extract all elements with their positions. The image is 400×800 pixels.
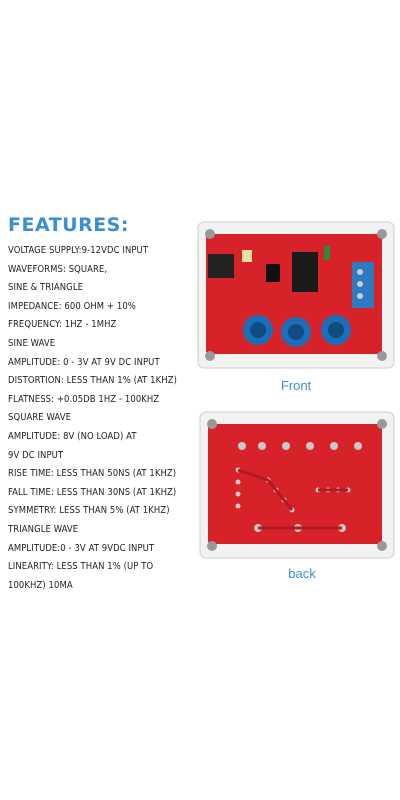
features-list: Voltage supply:9-12VDC inputWaveforms: S… xyxy=(8,242,200,595)
back-caption: back xyxy=(288,566,316,581)
feature-item: Sine & Triangle xyxy=(8,282,84,294)
feature-item: Impedance: 600 Ohm + 10% xyxy=(8,300,136,312)
front-caption: Front xyxy=(280,378,312,393)
feature-item: Flatness: +0.05dB 1Hz - 100kHz xyxy=(8,393,160,405)
feature-item: Linearity: Less than 1% (up to xyxy=(8,561,154,573)
features-section: FEATURES: Voltage supply:9-12VDC inputWa… xyxy=(8,214,200,595)
front-board-image xyxy=(197,221,395,369)
feature-item: Triangle wave xyxy=(8,523,79,535)
feature-item: Amplitude: 8V (no load) at xyxy=(8,430,137,442)
feature-item: Waveforms: Square, xyxy=(8,263,108,275)
feature-item: Sine Wave xyxy=(8,337,56,349)
back-board-image xyxy=(199,411,395,559)
feature-item: Voltage supply:9-12VDC input xyxy=(8,245,149,256)
features-title: FEATURES: xyxy=(8,214,129,236)
feature-item: Frequency: 1Hz - 1MHz xyxy=(8,319,117,331)
feature-item: Symmetry: Less than 5% (at 1kHz) xyxy=(8,505,170,517)
feature-item: 9V DC input xyxy=(8,449,64,461)
feature-item: Fall Time: Less than 30ns (at 1kHz) xyxy=(8,486,177,498)
feature-item: Amplitude:0 - 3V at 9VDC input xyxy=(8,542,155,554)
feature-item: Square wave xyxy=(8,412,71,424)
feature-item: Rise Time: Less than 50ns (at 1kHz) xyxy=(8,468,177,480)
feature-item: Amplitude: 0 - 3V at 9V DC input xyxy=(8,356,160,368)
feature-item: 100kHz) 10mA xyxy=(8,579,73,591)
feature-item: Distortion: Less than 1% (at 1kHz) xyxy=(8,375,177,387)
